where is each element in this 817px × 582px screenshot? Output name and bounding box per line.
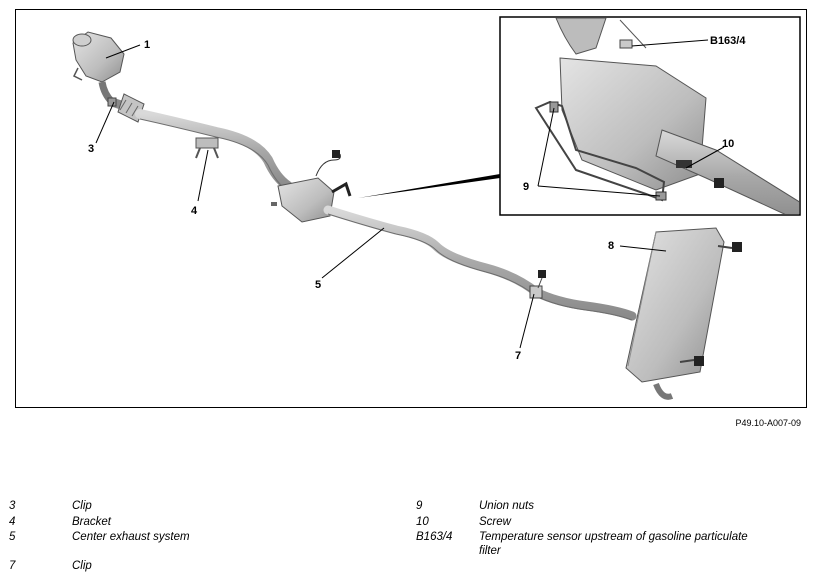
callout-3: 3	[88, 143, 94, 155]
legend-number: 10	[416, 516, 429, 528]
clip-7	[529, 270, 546, 299]
legend-number: 9	[416, 500, 423, 512]
callout-5: 5	[315, 279, 321, 291]
callout-10: 10	[722, 138, 734, 150]
figure-code: P49.10-A007-09	[735, 418, 801, 428]
inset-detail	[499, 16, 801, 216]
legend-number: 4	[9, 516, 16, 528]
legend-number: 7	[9, 560, 16, 572]
rear-silencer	[625, 227, 742, 400]
callout-4: 4	[191, 205, 198, 217]
legend-number: B163/4	[416, 531, 453, 543]
callout-7: 7	[515, 350, 521, 362]
front-pipe	[107, 93, 293, 192]
legend-text: Temperature sensor upstream of gasoline …	[479, 531, 748, 543]
leader-lines	[95, 44, 667, 349]
callout-9: 9	[523, 181, 529, 193]
legend-text: Bracket	[72, 516, 111, 528]
legend-text: Screw	[479, 516, 511, 528]
legend-number: 3	[9, 500, 16, 512]
exhaust-system-diagram: 1 3 4 5 7 8 9 10 B163/4	[15, 9, 807, 408]
legend-text: Center exhaust system	[72, 531, 190, 543]
exhaust-drawing: 1 3 4 5 7 8 9 10 B163/4	[72, 16, 801, 400]
callout-1: 1	[144, 39, 150, 51]
legend-number: 5	[9, 531, 16, 543]
legend-text: Clip	[72, 500, 92, 512]
center-exhaust-pipe	[323, 205, 637, 321]
legend-text: Clip	[72, 560, 92, 572]
bracket	[195, 137, 219, 159]
inset-pointer	[358, 174, 500, 198]
callout-8: 8	[608, 240, 614, 252]
particulate-filter	[271, 150, 352, 223]
callout-b163-4: B163/4	[710, 35, 746, 47]
legend-text: Union nuts	[479, 500, 534, 512]
legend-text: filter	[479, 545, 501, 557]
